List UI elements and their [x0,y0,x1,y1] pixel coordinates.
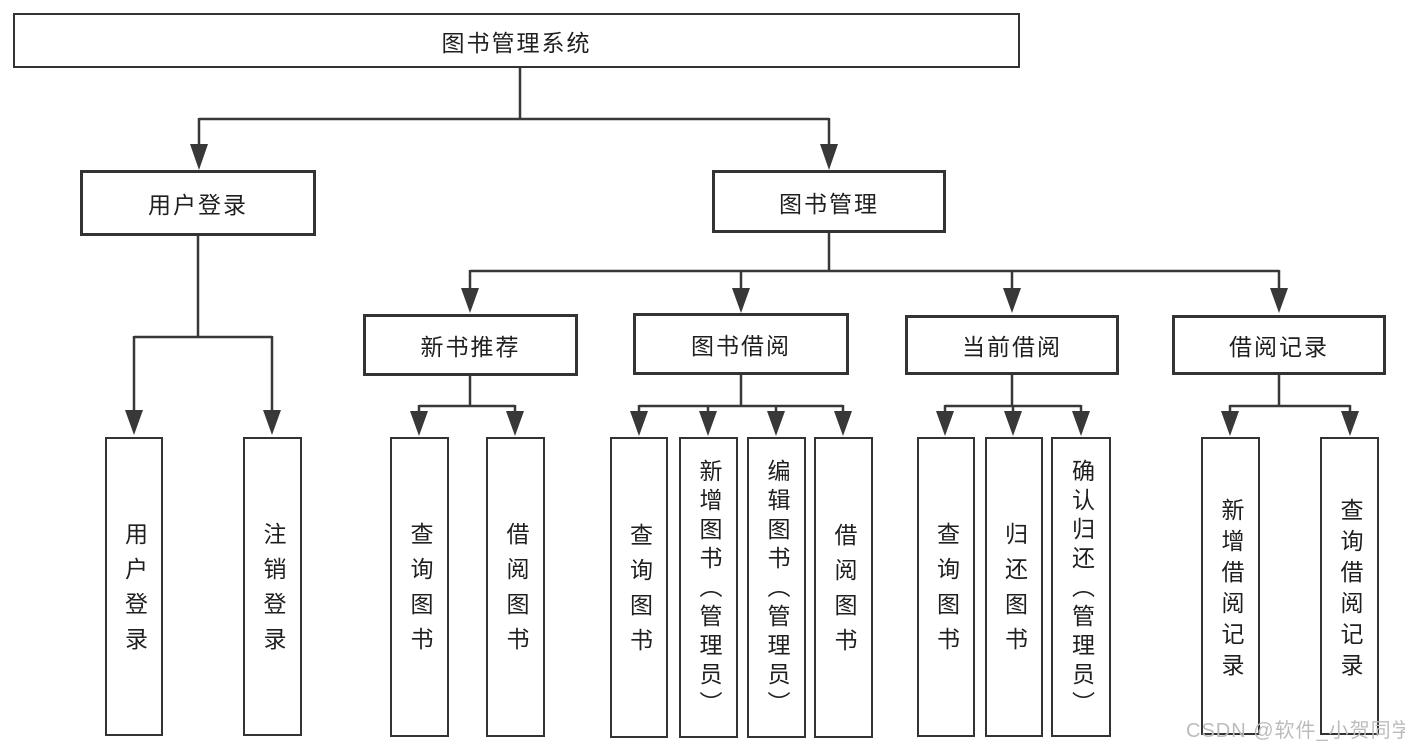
connector-book-borrow [637,375,845,413]
node-leaf-cb-query: 查询图书 [917,437,975,737]
node-book-mgmt: 图书管理 [712,170,946,233]
connector-user-login [132,236,274,412]
node-book-borrow: 图书借阅 [633,313,849,375]
node-leaf-user-login: 用户登录 [105,437,163,736]
node-new-book-rec: 新书推荐 [363,314,578,376]
node-user-login: 用户登录 [80,170,316,236]
node-leaf-cb-return: 归还图书 [985,437,1043,737]
connector-borrow-record [1228,375,1352,413]
node-leaf-nb-borrow: 借阅图书 [486,437,545,737]
node-leaf-nb-query: 查询图书 [390,437,449,737]
node-leaf-bb-add: 新增图书（管理员） [679,437,738,738]
node-leaf-br-add: 新增借阅记录 [1201,437,1260,735]
node-leaf-bb-edit: 编辑图书（管理员） [747,437,806,738]
node-borrow-record: 借阅记录 [1172,315,1386,375]
node-leaf-cb-confirm: 确认归还（管理员） [1051,437,1111,737]
connector-current-borrow [943,375,1083,413]
node-root: 图书管理系统 [13,13,1020,68]
node-leaf-bb-query: 查询图书 [610,437,668,738]
watermark: CSDN @软件_小贺同学 [1186,720,1405,742]
arrowheads [125,144,1359,436]
connector-new-book [417,375,517,413]
node-leaf-logout: 注销登录 [243,437,302,736]
connector-book-mgmt [468,233,1281,290]
connector-root [197,68,831,146]
node-leaf-br-query: 查询借阅记录 [1320,437,1379,735]
node-current-borrow: 当前借阅 [905,315,1119,375]
node-leaf-bb-borrow: 借阅图书 [814,437,873,738]
